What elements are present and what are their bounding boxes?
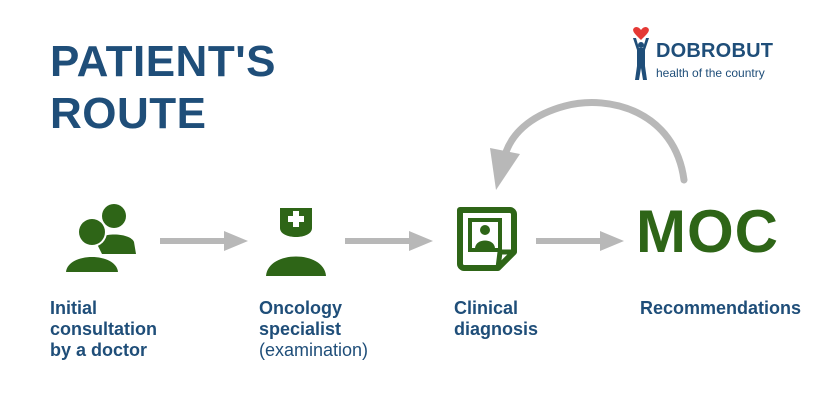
label-line: diagnosis [454,319,539,339]
label-line: Clinical [454,298,519,318]
arrow-right-icon [345,231,433,251]
logo-figure-icon [633,26,649,80]
doctor-icon [266,208,326,276]
label-line: consultation [50,319,157,339]
arrow-right-icon [536,231,624,251]
label-line: Oncology [259,298,343,318]
logo-tagline: health of the country [656,66,765,80]
step-label-oncology-specialist: Oncology specialist (examination) [259,298,368,361]
loop-back-arrow-icon [490,99,688,190]
clinical-document-icon [457,207,517,271]
logo-name: DOBROBUT [656,40,774,62]
title-line-1: PATIENT'S [50,37,277,86]
step-label-clinical-diagnosis: Clinical diagnosis [454,298,538,340]
two-people-icon [64,204,136,274]
title-line-2: ROUTE [50,89,207,138]
label-sub-line: (examination) [259,340,369,360]
label-line: Recommendations [640,298,802,318]
step-label-recommendations: Recommendations [640,298,801,319]
page-title: PATIENT'S ROUTE [50,36,276,140]
label-line: by a doctor [50,340,148,360]
dobrobut-logo: DOBROBUT health of the country [628,26,808,86]
step-label-initial-consultation: Initial consultation by a doctor [50,298,157,361]
label-line: Initial [50,298,98,318]
label-line: specialist [259,319,342,339]
moc-label: MOC [636,198,779,265]
arrow-right-icon [160,231,248,251]
